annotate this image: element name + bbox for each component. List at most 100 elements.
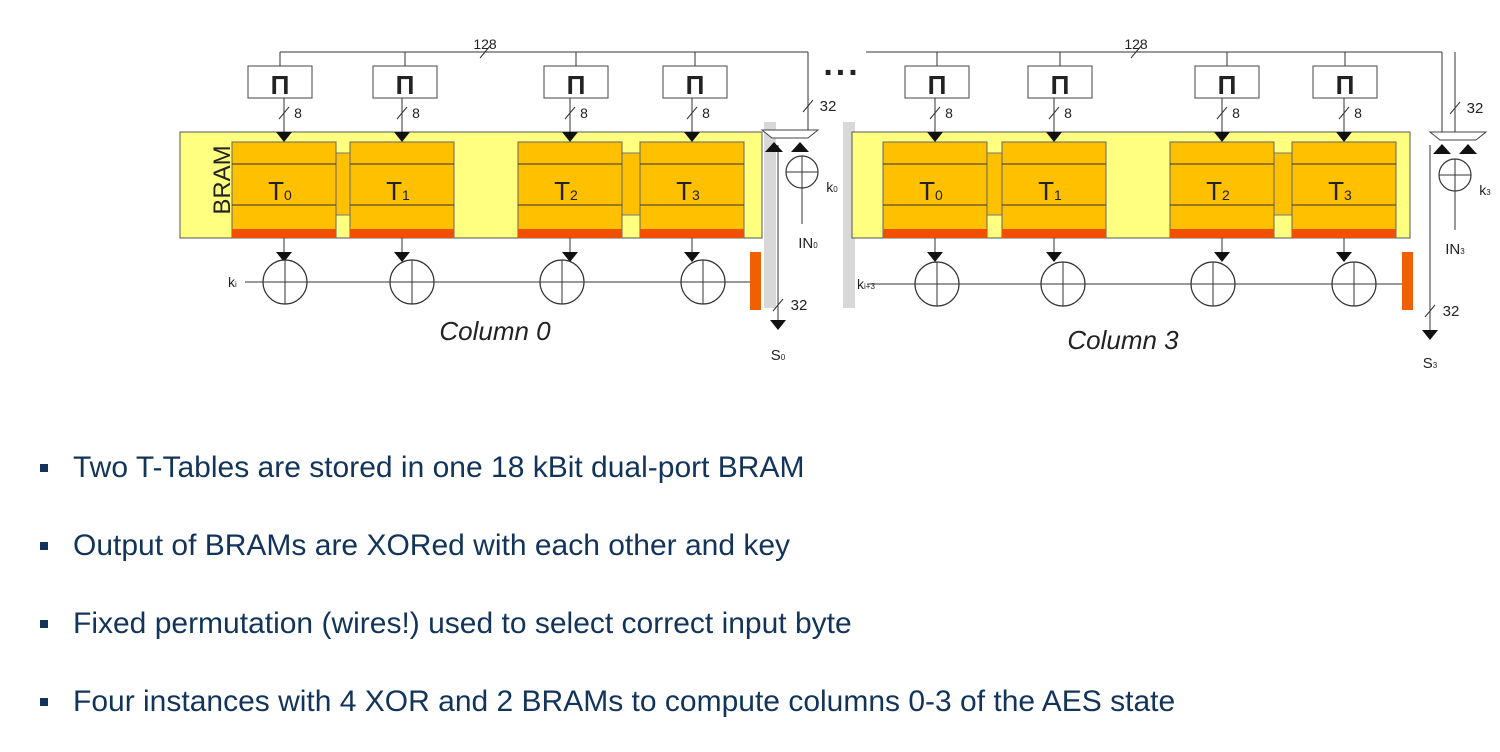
byte-width-slash (929, 106, 941, 120)
table-output-arrow (684, 252, 700, 262)
permutation-box (1194, 65, 1260, 99)
bullet-text: Fixed permutation (wires!) used to selec… (73, 607, 852, 640)
output-label: S0 (771, 347, 786, 364)
byte-width-slash (396, 106, 408, 120)
state-register (1402, 252, 1413, 310)
byte-width-label: 8 (1064, 105, 1072, 121)
mux-feedback-arrow (765, 142, 783, 152)
bullet-text: Two T-Tables are stored in one 18 kBit d… (73, 451, 805, 484)
byte-width-slash (686, 106, 698, 120)
permutation-symbol: Π (271, 70, 290, 100)
byte-width-label: 8 (1354, 105, 1362, 121)
table-pair-connector (621, 152, 641, 216)
permutation-symbol: Π (1218, 70, 1237, 100)
table-output-arrow (927, 252, 943, 262)
table-input-arrow (1046, 132, 1062, 142)
permutation-box (247, 65, 313, 99)
table-block (1001, 141, 1107, 239)
permutation-box (662, 65, 728, 99)
permutation-box (904, 65, 970, 99)
bullet-item: Four instances with 4 XOR and 2 BRAMs to… (40, 674, 1175, 752)
permutation-symbol: Π (396, 70, 415, 100)
permutation-box (372, 65, 438, 99)
table-output-bar (640, 229, 744, 238)
separator-bar (764, 122, 776, 308)
table-output-arrow (276, 252, 292, 262)
bullet-text: Four instances with 4 XOR and 2 BRAMs to… (73, 685, 1176, 718)
table-block (231, 141, 337, 239)
state-register (750, 252, 761, 310)
table-block (1169, 141, 1275, 239)
table-input-arrow (927, 132, 943, 142)
table-output-bar (350, 229, 454, 238)
permutation-box (543, 65, 609, 99)
permutation-box (1312, 65, 1378, 99)
table-block (517, 141, 623, 239)
table-block (639, 141, 745, 239)
byte-width-label: 8 (945, 105, 953, 121)
table-output-arrow (394, 252, 410, 262)
table-label: T3 (1328, 176, 1352, 206)
word-width-label: 32 (791, 297, 808, 314)
permutation-symbol: Π (686, 70, 705, 100)
word-width-slash (1424, 304, 1436, 318)
bullet-square-icon (40, 542, 48, 550)
output-arrow (1422, 330, 1438, 340)
table-input-arrow (1214, 132, 1230, 142)
table-input-arrow (276, 132, 292, 142)
byte-width-slash (278, 106, 290, 120)
mux-trapezoid (1428, 131, 1488, 141)
table-label: T3 (676, 176, 700, 206)
bus-width-label: 128 (1124, 36, 1148, 52)
input-label: IN0 (798, 235, 818, 252)
word-width-slash (802, 99, 814, 113)
bus-width-label: 128 (473, 36, 497, 52)
bus-width-slash (479, 45, 491, 59)
bullet-square-icon (40, 620, 48, 628)
table-pair-connector (986, 152, 1003, 216)
bullet-square-icon (40, 464, 48, 472)
key-input-label: ki (228, 274, 237, 290)
bus-width-slash (1130, 45, 1142, 59)
bullet-item: Two T-Tables are stored in one 18 kBit d… (40, 440, 1175, 518)
table-block (349, 141, 455, 239)
round-key-label: k0 (826, 179, 838, 195)
bullet-item: Fixed permutation (wires!) used to selec… (40, 596, 1175, 674)
key-input-label: ki+3 (857, 276, 875, 292)
mux-input-arrow (1459, 144, 1477, 154)
permutation-box (1027, 65, 1093, 99)
table-input-arrow (562, 132, 578, 142)
byte-width-label: 8 (294, 105, 302, 121)
byte-width-label: 8 (580, 105, 588, 121)
round-key-label: k3 (1479, 182, 1491, 198)
permutation-symbol: Π (567, 70, 586, 100)
table-pair-connector (335, 152, 351, 216)
column-caption: Column 0 (439, 316, 551, 346)
table-output-bar (1292, 229, 1396, 238)
table-output-arrow (1336, 252, 1352, 262)
table-output-arrow (1214, 252, 1230, 262)
mux-feedback-arrow (1433, 144, 1451, 154)
table-label: T1 (386, 176, 410, 206)
mux-trapezoid (760, 129, 820, 139)
table-input-arrow (1336, 132, 1352, 142)
column-caption: Column 3 (1067, 325, 1179, 355)
permutation-symbol: Π (928, 70, 947, 100)
table-label: T1 (1038, 176, 1062, 206)
word-width-label: 32 (1467, 100, 1484, 117)
byte-width-label: 8 (702, 105, 710, 121)
byte-width-slash (564, 106, 576, 120)
byte-width-slash (1216, 106, 1228, 120)
output-arrow (770, 320, 786, 330)
mux-input-arrow (791, 142, 809, 152)
ellipsis-label: ... (823, 45, 860, 83)
word-width-label: 32 (1443, 303, 1460, 320)
table-input-arrow (394, 132, 410, 142)
permutation-symbol: Π (1051, 70, 1070, 100)
byte-width-label: 8 (1232, 105, 1240, 121)
word-width-slash (772, 298, 784, 312)
bullet-list: Two T-Tables are stored in one 18 kBit d… (40, 440, 1175, 752)
table-block (882, 141, 988, 239)
byte-width-slash (1048, 106, 1060, 120)
table-label: T0 (919, 176, 943, 206)
